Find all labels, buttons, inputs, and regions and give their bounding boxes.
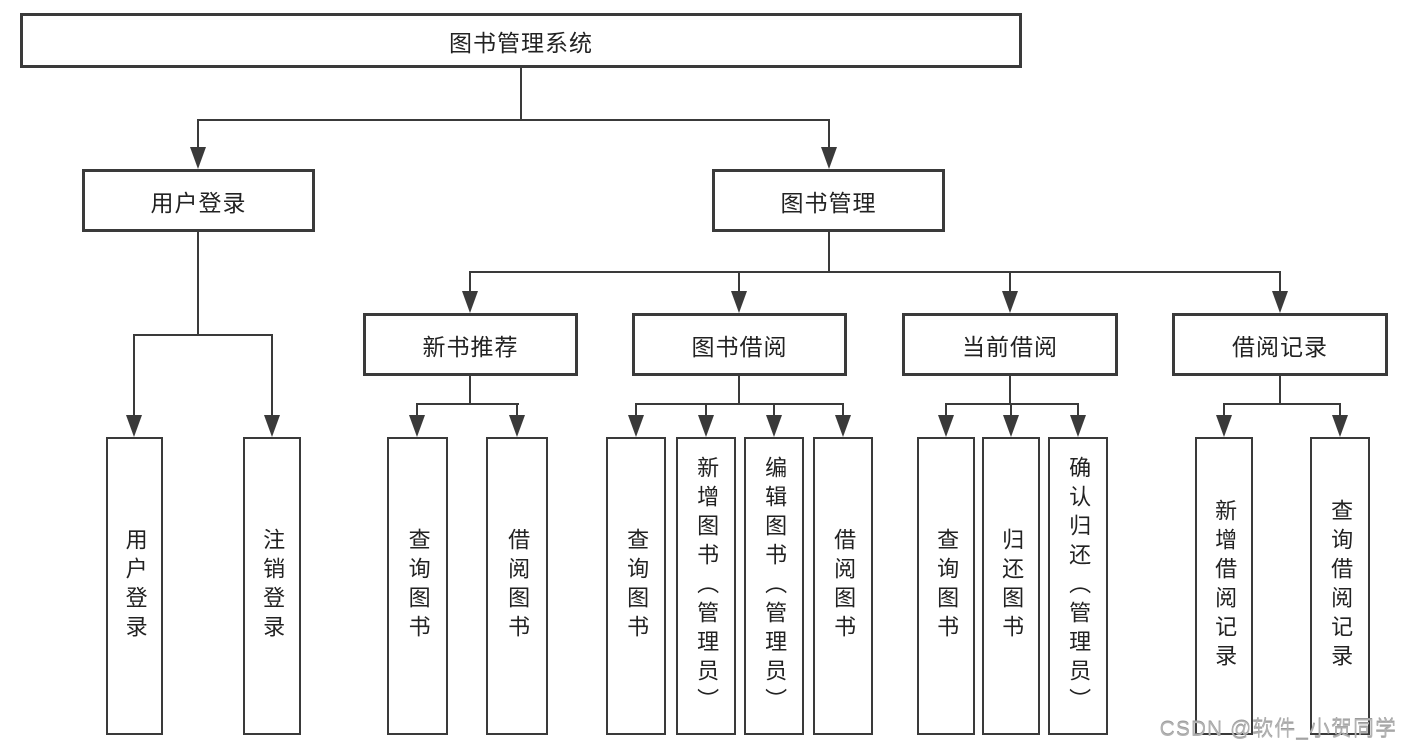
connector-book-borrow-rail [635,403,844,405]
watermark: CSDN @软件_小贺同学 [1159,718,1397,741]
node-borrow-record: 借阅记录 [1172,313,1388,376]
arrow-down-icon [190,147,206,169]
node-book-management: 图书管理 [712,169,945,232]
leaf-query-book-2: 查询图书 [606,437,666,735]
arrow-down-icon [766,415,782,437]
leaf-edit-book-admin: 编辑图书（管理员） [744,437,804,735]
arrow-down-icon [938,415,954,437]
connector-root-stem [520,68,522,120]
node-user-login-label: 用户登录 [150,189,247,216]
arrow-down-icon [509,415,525,437]
arrow-down-icon [698,415,714,437]
connector-drop-borrow-book-2 [842,403,844,419]
leaf-user-login: 用户登录 [106,437,163,735]
leaf-query-book-1: 查询图书 [387,437,448,735]
connector-drop-query-book-1 [416,403,418,419]
connector-book-management-stem [828,232,830,273]
connector-user-login-rail [133,334,273,336]
connector-user-login-stem [197,232,199,336]
leaf-add-book-admin-label: 新增图书（管理员） [694,455,720,717]
leaf-edit-book-admin-label: 编辑图书（管理员） [762,455,788,717]
leaf-confirm-return-admin-label: 确认归还（管理员） [1066,455,1092,717]
connector-current-borrow-rail [945,403,1079,405]
connector-drop-leaf-logout [271,334,273,418]
connector-l1-rail [197,119,830,121]
node-root-label: 图书管理系统 [449,29,593,56]
arrow-down-icon [1070,415,1086,437]
arrow-down-icon [1332,415,1348,437]
node-book-borrow-label: 图书借阅 [691,333,788,360]
leaf-borrow-book-1: 借阅图书 [486,437,548,735]
arrow-down-icon [731,291,747,313]
node-book-borrow: 图书借阅 [632,313,847,376]
leaf-return-book-label: 归还图书 [999,528,1025,644]
arrow-down-icon [126,415,142,437]
connector-drop-book-borrow [738,271,740,295]
leaf-query-book-3: 查询图书 [917,437,975,735]
arrow-down-icon [835,415,851,437]
leaf-query-book-3-label: 查询图书 [934,528,960,644]
arrow-down-icon [409,415,425,437]
connector-drop-confirm-return [1077,403,1079,419]
connector-drop-query-book-2 [635,403,637,419]
arrow-down-icon [462,291,478,313]
connector-drop-book-management [828,119,830,151]
leaf-user-login-label: 用户登录 [122,528,148,644]
leaf-add-book-admin: 新增图书（管理员） [676,437,736,735]
connector-drop-return-book [1010,403,1012,419]
connector-new-book-recommend-rail [416,403,519,405]
node-new-book-recommend-label: 新书推荐 [422,333,519,360]
connector-drop-user-login [197,119,199,151]
connector-drop-leaf-user-login [133,334,135,418]
connector-drop-add-book [705,403,707,419]
connector-current-borrow-stem [1009,376,1011,405]
arrow-down-icon [1003,415,1019,437]
arrow-down-icon [628,415,644,437]
node-root: 图书管理系统 [20,13,1022,68]
leaf-query-borrow-record: 查询借阅记录 [1310,437,1370,735]
connector-book-borrow-stem [738,376,740,405]
connector-borrow-record-rail [1223,403,1341,405]
connector-new-book-recommend-stem [469,376,471,405]
leaf-logout-label: 注销登录 [260,528,286,644]
connector-l3-rail [469,271,1281,273]
arrow-down-icon [821,147,837,169]
leaf-add-borrow-record: 新增借阅记录 [1195,437,1253,735]
node-book-management-label: 图书管理 [780,189,877,216]
arrow-down-icon [1272,291,1288,313]
leaf-logout: 注销登录 [243,437,301,735]
leaf-add-borrow-record-label: 新增借阅记录 [1212,499,1238,673]
leaf-query-borrow-record-label: 查询借阅记录 [1328,499,1354,673]
node-new-book-recommend: 新书推荐 [363,313,578,376]
arrow-down-icon [1002,291,1018,313]
connector-drop-edit-book [773,403,775,419]
leaf-query-book-1-label: 查询图书 [405,528,431,644]
node-current-borrow-label: 当前借阅 [962,333,1058,360]
arrow-down-icon [1216,415,1232,437]
node-user-login: 用户登录 [82,169,315,232]
arrow-down-icon [264,415,280,437]
connector-drop-add-borrow-record [1223,403,1225,419]
leaf-borrow-book-2-label: 借阅图书 [831,528,857,644]
connector-drop-borrow-record [1279,271,1281,295]
connector-drop-query-book-3 [945,403,947,419]
connector-drop-new-book-recommend [469,271,471,295]
connector-drop-current-borrow [1009,271,1011,295]
node-borrow-record-label: 借阅记录 [1232,333,1328,360]
leaf-return-book: 归还图书 [982,437,1040,735]
leaf-borrow-book-2: 借阅图书 [813,437,873,735]
leaf-borrow-book-1-label: 借阅图书 [505,528,531,644]
connector-borrow-record-stem [1279,376,1281,405]
node-current-borrow: 当前借阅 [902,313,1118,376]
connector-drop-borrow-book-1 [516,403,518,419]
connector-drop-query-borrow-record [1339,403,1341,419]
leaf-confirm-return-admin: 确认归还（管理员） [1048,437,1108,735]
leaf-query-book-2-label: 查询图书 [624,528,650,644]
